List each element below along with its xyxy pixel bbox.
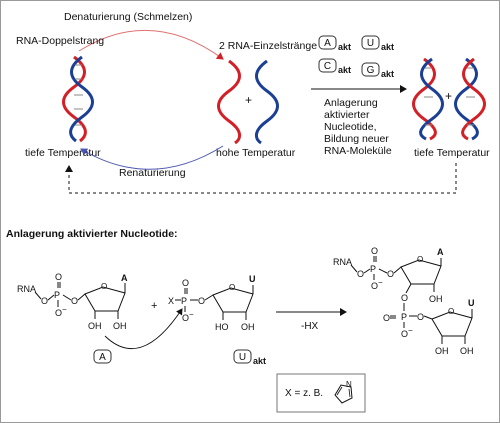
svg-text:U: U	[239, 352, 246, 363]
svg-text:P: P	[370, 264, 376, 274]
plus-right: +	[445, 89, 452, 103]
svg-text:HO: HO	[215, 322, 229, 332]
svg-text:P: P	[54, 290, 60, 300]
svg-text:O: O	[387, 269, 394, 279]
svg-text:A: A	[121, 273, 128, 283]
svg-text:OH: OH	[113, 321, 127, 331]
svg-text:P: P	[401, 312, 407, 322]
svg-text:O: O	[401, 293, 408, 303]
denaturation-label: Denaturierung (Schmelzen)	[64, 11, 192, 23]
svg-text:O: O	[417, 312, 424, 322]
svg-text:O: O	[198, 296, 205, 306]
svg-text:A: A	[324, 38, 331, 49]
svg-text:A: A	[437, 247, 444, 257]
svg-text:aktivierter: aktivierter	[324, 109, 370, 121]
imidazole-icon: N	[334, 380, 353, 404]
svg-text:akt: akt	[338, 42, 351, 52]
single-strands-label: 2 RNA-Einzelstränge	[219, 40, 317, 52]
plus-top: +	[245, 93, 252, 107]
svg-text:RNA: RNA	[333, 257, 352, 267]
svg-text:C: C	[324, 61, 331, 72]
svg-text:G: G	[367, 65, 375, 76]
nucleotide-box-C: C akt	[318, 58, 351, 75]
double-helix-right-1	[412, 57, 444, 141]
denaturation-arrow	[78, 29, 224, 60]
svg-text:O: O	[417, 255, 423, 264]
bottom-heading: Anlagerung aktivierter Nucleotide:	[6, 228, 178, 240]
svg-text:O: O	[101, 282, 107, 291]
svg-text:O: O	[182, 278, 189, 288]
svg-text:Nucleotide,: Nucleotide,	[324, 121, 377, 133]
svg-text:O: O	[371, 246, 378, 256]
svg-text:U: U	[249, 274, 256, 284]
svg-text:U: U	[367, 38, 374, 49]
single-strand-blue	[255, 59, 279, 145]
double-helix-left	[62, 55, 94, 143]
svg-text:O: O	[71, 296, 78, 306]
svg-text:Bildung neuer: Bildung neuer	[324, 133, 389, 145]
high-temp-label: hohe Temperatur	[216, 147, 296, 159]
svg-text:O: O	[55, 272, 62, 282]
svg-text:−: −	[408, 326, 413, 335]
svg-text:O: O	[383, 313, 390, 323]
svg-text:O: O	[229, 283, 235, 292]
svg-text:O: O	[401, 329, 408, 339]
box-U-bottom: U akt	[233, 349, 266, 366]
plus-bottom: +	[151, 300, 157, 312]
svg-text:P: P	[181, 296, 187, 306]
svg-text:akt: akt	[381, 69, 394, 79]
svg-text:OH: OH	[429, 294, 443, 304]
svg-text:O: O	[357, 269, 364, 279]
nucleotide-box-G: G akt	[361, 62, 394, 79]
svg-text:Anlagerung: Anlagerung	[324, 97, 378, 109]
svg-text:RNA-Moleküle: RNA-Moleküle	[324, 145, 392, 157]
svg-text:O: O	[55, 308, 62, 318]
svg-text:U: U	[468, 298, 475, 308]
svg-text:akt: akt	[253, 356, 266, 366]
svg-text:RNA: RNA	[17, 284, 36, 294]
svg-text:OH: OH	[435, 346, 449, 356]
product-dinucleotide: RNA O P O O − O O A OH O P O O − O O U	[333, 246, 475, 356]
svg-text:−: −	[378, 278, 383, 287]
renaturation-arrow	[80, 145, 224, 170]
reaction-description: Anlagerung aktivierter Nucleotide, Bildu…	[324, 97, 392, 157]
double-helix-right-2	[454, 57, 486, 141]
svg-text:−: −	[189, 310, 194, 319]
nucleotide-box-A: A akt	[318, 35, 351, 52]
low-temp-right-label: tiefe Temperatur	[414, 147, 490, 159]
svg-text:−: −	[62, 305, 67, 314]
renaturation-label: Renaturierung	[119, 167, 186, 179]
legend-text: X = z. B.	[285, 388, 323, 399]
low-temp-label: tiefe Temperatur	[25, 147, 101, 159]
svg-text:O: O	[448, 307, 454, 316]
nucleotide-box-U: U akt	[361, 35, 394, 52]
single-strand-red	[217, 59, 241, 145]
cycle-dashed-arrow	[65, 163, 457, 194]
svg-text:X: X	[168, 296, 174, 306]
svg-text:OH: OH	[88, 321, 102, 331]
svg-text:O: O	[41, 296, 48, 306]
svg-text:OH: OH	[460, 346, 474, 356]
legend-box: X = z. B. N	[276, 373, 366, 413]
svg-text:O: O	[182, 313, 189, 323]
svg-text:akt: akt	[338, 65, 351, 75]
svg-text:O: O	[371, 281, 378, 291]
svg-text:akt: akt	[381, 42, 394, 52]
double-strand-label: RNA-Doppelstrang	[16, 35, 104, 47]
minus-hx-label: -HX	[301, 321, 319, 332]
svg-text:A: A	[99, 352, 106, 363]
svg-text:OH: OH	[241, 322, 255, 332]
reactant-rna-nucleotide: RNA O P O O − O O OH OH A	[17, 272, 128, 331]
box-A-bottom: A	[93, 349, 112, 364]
svg-text:N: N	[346, 380, 352, 389]
reactant-activated-nucleotide: X P O O − O O HO OH U	[168, 274, 256, 332]
attack-arrow	[104, 308, 183, 350]
